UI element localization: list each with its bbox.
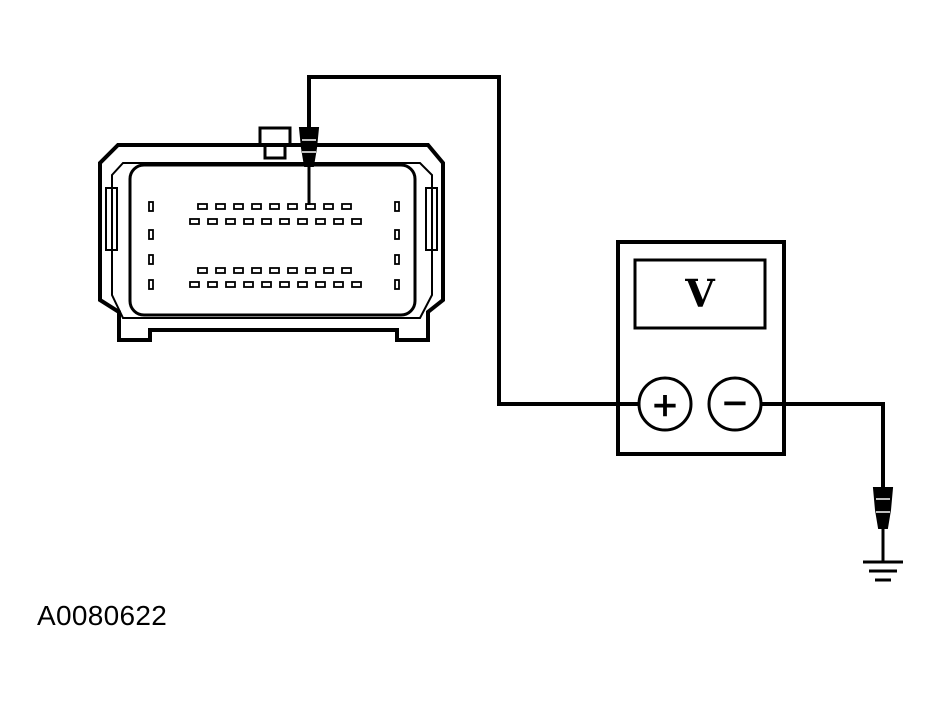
connector-pin — [225, 218, 236, 225]
connector-pin — [287, 203, 298, 210]
connector-pin — [333, 281, 344, 288]
connector-housing — [98, 143, 445, 342]
connector-latch — [258, 126, 292, 160]
connector-pin — [197, 267, 208, 274]
connector-pin — [333, 218, 344, 225]
ground-probe-icon — [872, 487, 894, 562]
connector-pin — [341, 203, 352, 210]
connector-pin — [315, 281, 326, 288]
negative-terminal — [707, 376, 763, 432]
connector-pin — [225, 281, 236, 288]
meter-display-symbol: V — [684, 271, 716, 316]
probe-icon — [298, 127, 320, 167]
negative-terminal-label: − — [721, 383, 750, 423]
negative-test-lead — [760, 402, 885, 488]
connector-pin — [243, 281, 254, 288]
connector-pin — [269, 267, 280, 274]
connector-pin — [315, 218, 326, 225]
connector-pin — [189, 281, 200, 288]
connector-pin — [148, 279, 154, 290]
connector-pin — [251, 203, 262, 210]
connector-pin — [251, 267, 262, 274]
connector-pin — [287, 267, 298, 274]
connector-pin — [394, 254, 400, 265]
connector-pin — [207, 218, 218, 225]
connector-pin — [243, 218, 254, 225]
connector-pin — [351, 281, 362, 288]
connector-pin — [297, 218, 308, 225]
meter-body — [616, 240, 786, 456]
connector-pin — [341, 267, 352, 274]
connector-pin — [323, 203, 334, 210]
connector-rib-left — [105, 187, 118, 251]
connector-icon — [98, 126, 445, 342]
connector-pin — [233, 267, 244, 274]
connector-pin — [297, 281, 308, 288]
connector-pin — [279, 281, 290, 288]
connector-pin — [269, 203, 280, 210]
connector-pins — [148, 201, 400, 290]
figure-id: A0080622 — [37, 600, 168, 631]
connector-pin — [351, 218, 362, 225]
ground-symbol-icon — [863, 560, 903, 582]
connector-pin — [148, 201, 154, 212]
connector-pin — [148, 254, 154, 265]
connector-face — [128, 163, 417, 317]
connector-pin — [305, 267, 316, 274]
connector-pin — [394, 229, 400, 240]
positive-test-lead — [307, 75, 640, 406]
connector-pin — [394, 201, 400, 212]
connector-pin — [279, 218, 290, 225]
connector-pin — [261, 218, 272, 225]
connector-pin — [207, 281, 218, 288]
connector-pin — [323, 267, 334, 274]
connector-pin — [197, 203, 208, 210]
multimeter-icon — [616, 240, 786, 456]
connector-pin — [261, 281, 272, 288]
meter-display — [633, 258, 767, 330]
positive-terminal — [637, 376, 693, 432]
connector-pin — [394, 279, 400, 290]
connector-pin — [189, 218, 200, 225]
test-leads — [307, 75, 885, 488]
positive-terminal-label: + — [651, 385, 680, 425]
connector-pin — [215, 203, 226, 210]
connector-pin — [233, 203, 244, 210]
connector-pin — [148, 229, 154, 240]
connector-pin — [215, 267, 226, 274]
connector-rib-right — [425, 187, 438, 251]
